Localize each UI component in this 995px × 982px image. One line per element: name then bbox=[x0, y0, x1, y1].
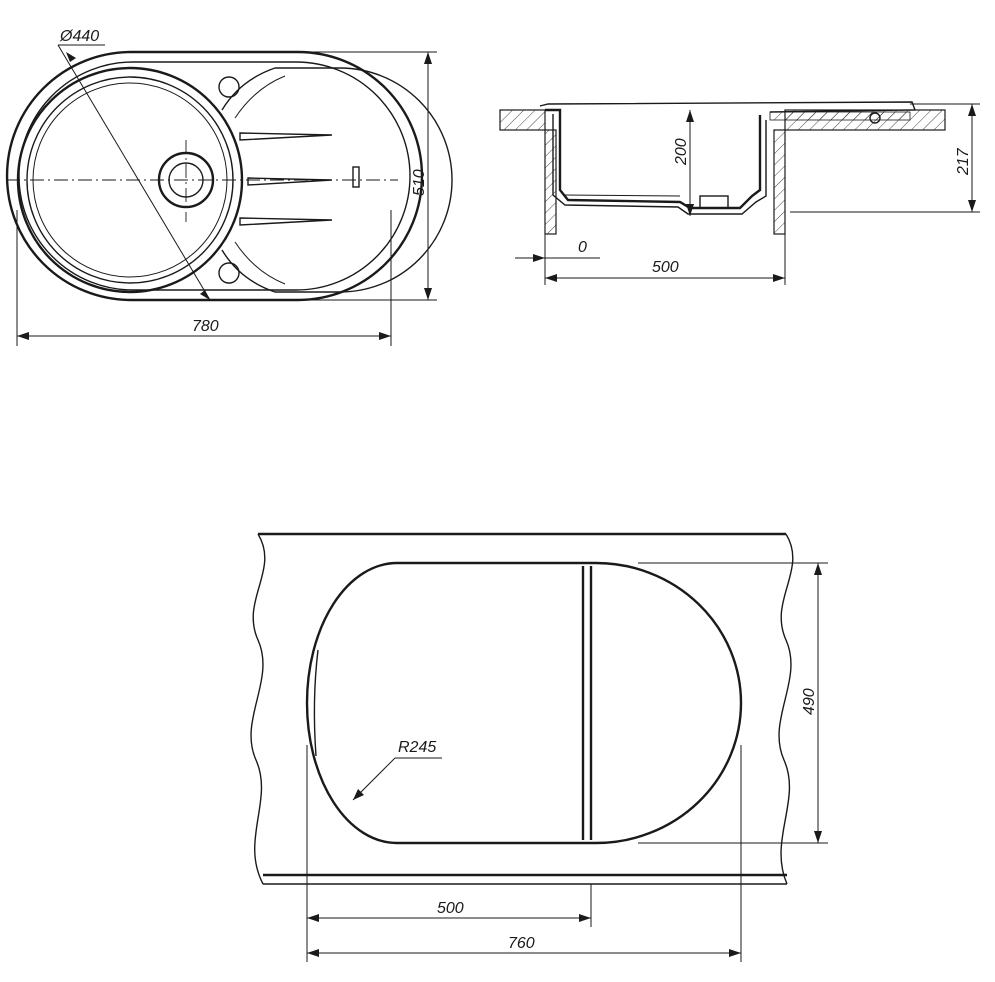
break-line-right bbox=[778, 533, 794, 885]
drainer-groove-3 bbox=[239, 217, 333, 226]
bowl-cabinet-label: 500 bbox=[437, 900, 464, 917]
drainer-groove-2 bbox=[247, 177, 333, 186]
height-label: 510 bbox=[411, 169, 428, 196]
cutout-width-label: 760 bbox=[508, 935, 535, 952]
sink-cutout bbox=[305, 561, 743, 845]
side-view: 200 217 0 500 bbox=[499, 101, 980, 285]
sink-rim-profile bbox=[539, 101, 917, 113]
break-line-left bbox=[250, 533, 266, 885]
cabinet-label: 500 bbox=[652, 259, 679, 276]
radius-label: R245 bbox=[398, 739, 436, 756]
tap-hole-bottom bbox=[218, 262, 240, 284]
offset-label: 0 bbox=[578, 239, 587, 256]
drain-outlet bbox=[699, 195, 729, 209]
width-label: 780 bbox=[192, 318, 219, 335]
total-height-label: 217 bbox=[955, 147, 972, 176]
top-view: Ø440 780 510 bbox=[5, 28, 453, 346]
cutout-height-label: 490 bbox=[801, 688, 818, 715]
drainer-groove-1 bbox=[239, 132, 333, 141]
countertop-left bbox=[499, 109, 546, 131]
cutout-view: R245 490 500 760 bbox=[250, 532, 828, 962]
overflow-slot bbox=[352, 166, 360, 188]
drainer-board bbox=[221, 67, 453, 293]
bowl-diameter-label: Ø440 bbox=[59, 28, 99, 45]
sink-outer-rim bbox=[5, 50, 424, 302]
cabinet-wall-right bbox=[773, 129, 786, 235]
depth-label: 200 bbox=[673, 138, 690, 166]
cabinet-wall-left bbox=[544, 129, 557, 235]
tap-hole-top bbox=[218, 76, 240, 98]
sink-inner-rim bbox=[18, 61, 411, 291]
